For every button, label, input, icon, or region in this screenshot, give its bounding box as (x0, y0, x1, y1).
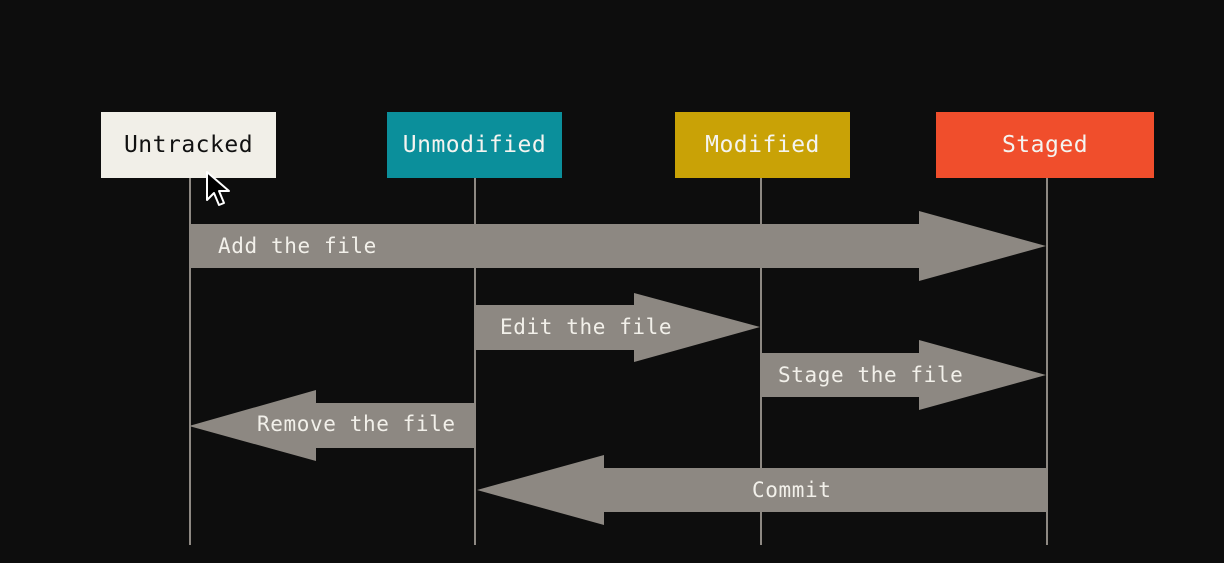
arrow-add-the-file (189, 211, 1046, 281)
arrow-label-stage-the-file: Stage the file (778, 363, 964, 387)
lifeline-unmodified (474, 178, 476, 545)
arrow-edit-the-file (475, 293, 760, 362)
state-staged: Staged (936, 112, 1154, 178)
mouse-pointer-icon (206, 171, 230, 206)
arrow-label-add-the-file: Add the file (218, 234, 377, 258)
lifeline-staged (1046, 178, 1048, 545)
lifeline-untracked (189, 178, 191, 545)
arrow-stage-the-file (761, 340, 1046, 410)
arrow-remove-the-file (189, 390, 475, 461)
state-untracked: Untracked (101, 112, 276, 178)
state-modified: Modified (675, 112, 850, 178)
arrow-commit (477, 455, 1046, 525)
state-untracked-label: Untracked (123, 132, 254, 158)
state-unmodified: Unmodified (387, 112, 562, 178)
state-modified-label: Modified (705, 132, 820, 158)
state-unmodified-label: Unmodified (402, 132, 547, 158)
arrow-label-commit: Commit (752, 478, 832, 502)
arrow-label-remove-the-file: Remove the file (257, 412, 456, 436)
state-staged-label: Staged (1001, 132, 1089, 158)
arrow-label-edit-the-file: Edit the file (500, 315, 673, 339)
